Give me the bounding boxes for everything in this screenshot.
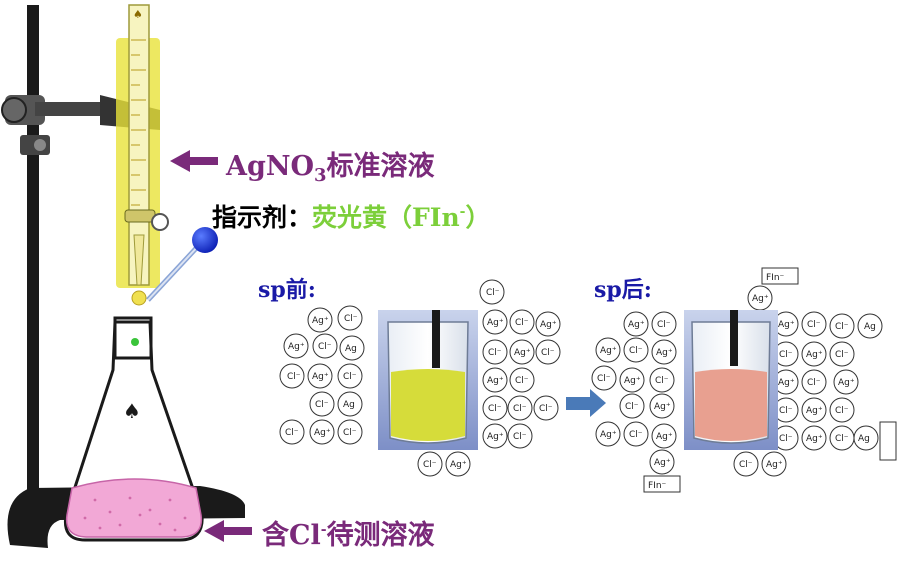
- svg-text:Cl⁻: Cl⁻: [807, 320, 821, 330]
- svg-text:Ag⁺: Ag⁺: [600, 430, 617, 440]
- svg-text:Cl⁻: Cl⁻: [835, 406, 849, 416]
- svg-text:Ag⁺: Ag⁺: [624, 376, 641, 386]
- svg-text:Ag⁺: Ag⁺: [656, 348, 673, 358]
- svg-text:Cl⁻: Cl⁻: [779, 406, 793, 416]
- clamp-arm: [35, 102, 115, 116]
- svg-text:Ag⁺: Ag⁺: [778, 320, 795, 330]
- indicator-dropper: [146, 227, 218, 302]
- beaker-after: [684, 310, 778, 450]
- svg-text:Ag⁺: Ag⁺: [766, 460, 783, 470]
- svg-text:Cl⁻: Cl⁻: [655, 376, 669, 386]
- svg-text:Ag⁺: Ag⁺: [656, 432, 673, 442]
- svg-text:FIn⁻: FIn⁻: [648, 481, 667, 491]
- svg-text:Cl⁻: Cl⁻: [285, 428, 299, 438]
- arrow-titrant: [170, 150, 218, 172]
- svg-text:Cl⁻: Cl⁻: [779, 350, 793, 360]
- svg-text:Cl⁻: Cl⁻: [807, 378, 821, 388]
- dropper-bulb: [192, 227, 218, 253]
- after-solution: [695, 369, 767, 441]
- erlenmeyer-flask: ♠: [63, 316, 204, 542]
- svg-text:Cl⁻: Cl⁻: [539, 404, 553, 414]
- indicator-name: 荧光黄（FIn: [312, 203, 460, 232]
- svg-text:Cl⁻: Cl⁻: [513, 432, 527, 442]
- svg-text:Cl⁻: Cl⁻: [739, 460, 753, 470]
- svg-text:Ag⁺: Ag⁺: [628, 320, 645, 330]
- svg-text:Ag: Ag: [864, 322, 876, 332]
- svg-text:FIn⁻: FIn⁻: [766, 273, 785, 283]
- svg-text:Ag⁺: Ag⁺: [806, 434, 823, 444]
- svg-text:Cl⁻: Cl⁻: [343, 428, 357, 438]
- svg-text:Cl⁻: Cl⁻: [488, 348, 502, 358]
- svg-text:Cl⁻: Cl⁻: [835, 434, 849, 444]
- svg-text:Cl⁻: Cl⁻: [597, 374, 611, 384]
- svg-text:Ag⁺: Ag⁺: [487, 318, 504, 328]
- after-sp-label: sp后:: [594, 277, 652, 303]
- svg-text:Cl⁻: Cl⁻: [318, 342, 332, 352]
- svg-text:Cl⁻: Cl⁻: [486, 288, 500, 298]
- ion-diagram-after: FIn⁻ FIn⁻ Ag⁺ Ag⁺ Cl⁻ Ag⁺ Cl⁻ Cl⁻ Ag Ag⁺ Cl⁻…: [591, 267, 897, 493]
- svg-text:Cl⁻: Cl⁻: [423, 460, 437, 470]
- svg-text:Cl⁻: Cl⁻: [287, 372, 301, 382]
- svg-text:Ag: Ag: [345, 344, 357, 354]
- svg-text:Ag⁺: Ag⁺: [778, 378, 795, 388]
- svg-text:Cl⁻: Cl⁻: [315, 400, 329, 410]
- svg-text:Cl⁻: Cl⁻: [344, 314, 358, 324]
- svg-text:Cl⁻: Cl⁻: [515, 318, 529, 328]
- svg-text:Ag⁺: Ag⁺: [312, 372, 329, 382]
- before-solution: [391, 369, 465, 441]
- svg-text:Ag⁺: Ag⁺: [838, 378, 855, 388]
- svg-text:Ag⁺: Ag⁺: [654, 402, 671, 412]
- transition-arrow: [566, 389, 606, 417]
- svg-text:Cl⁻: Cl⁻: [629, 346, 643, 356]
- svg-text:Cl⁻: Cl⁻: [541, 348, 555, 358]
- svg-text:Ag⁺: Ag⁺: [752, 294, 769, 304]
- svg-text:Cl⁻: Cl⁻: [657, 320, 671, 330]
- svg-text:Cl⁻: Cl⁻: [779, 434, 793, 444]
- svg-text:Ag⁺: Ag⁺: [806, 406, 823, 416]
- burette: ♠: [116, 4, 169, 306]
- svg-text:Cl⁻: Cl⁻: [625, 402, 639, 412]
- titrant-label: AgNO3标准溶液: [226, 151, 435, 186]
- svg-text:Ag⁺: Ag⁺: [312, 316, 329, 326]
- svg-text:Cl⁻: Cl⁻: [513, 404, 527, 414]
- flask-solution: [65, 478, 203, 538]
- svg-text:Ag⁺: Ag⁺: [600, 346, 617, 356]
- svg-text:Ag⁺: Ag⁺: [450, 460, 467, 470]
- svg-text:Ag⁺: Ag⁺: [487, 432, 504, 442]
- arrow-sample: [204, 520, 252, 542]
- svg-text:Ag⁺: Ag⁺: [487, 376, 504, 386]
- stand-rod: [27, 5, 39, 505]
- indicator-label: 指示剂：荧光黄（FIn-）: [212, 203, 491, 232]
- svg-text:Ag⁺: Ag⁺: [806, 350, 823, 360]
- svg-text:Cl⁻: Cl⁻: [629, 430, 643, 440]
- beaker-before: [378, 310, 478, 450]
- svg-text:Ag: Ag: [343, 400, 355, 410]
- svg-text:Cl⁻: Cl⁻: [515, 376, 529, 386]
- titrant-drop: [131, 290, 147, 306]
- svg-text:Ag⁺: Ag⁺: [288, 342, 305, 352]
- svg-text:Ag⁺: Ag⁺: [654, 458, 671, 468]
- svg-text:Ag⁺: Ag⁺: [540, 320, 557, 330]
- svg-text:Cl⁻: Cl⁻: [835, 350, 849, 360]
- svg-text:Cl⁻: Cl⁻: [488, 404, 502, 414]
- svg-text:Cl⁻: Cl⁻: [835, 322, 849, 332]
- svg-text:Ag⁺: Ag⁺: [514, 348, 531, 358]
- svg-text:♠: ♠: [133, 8, 143, 21]
- sample-label: 含Cl-待测溶液: [262, 520, 435, 551]
- svg-text:Cl⁻: Cl⁻: [343, 372, 357, 382]
- svg-text:Ag: Ag: [858, 434, 870, 444]
- svg-text:♠: ♠: [123, 399, 141, 423]
- indicator-prefix: 指示剂：: [212, 203, 313, 232]
- before-sp-label: sp前:: [258, 277, 316, 303]
- svg-text:Ag⁺: Ag⁺: [314, 428, 331, 438]
